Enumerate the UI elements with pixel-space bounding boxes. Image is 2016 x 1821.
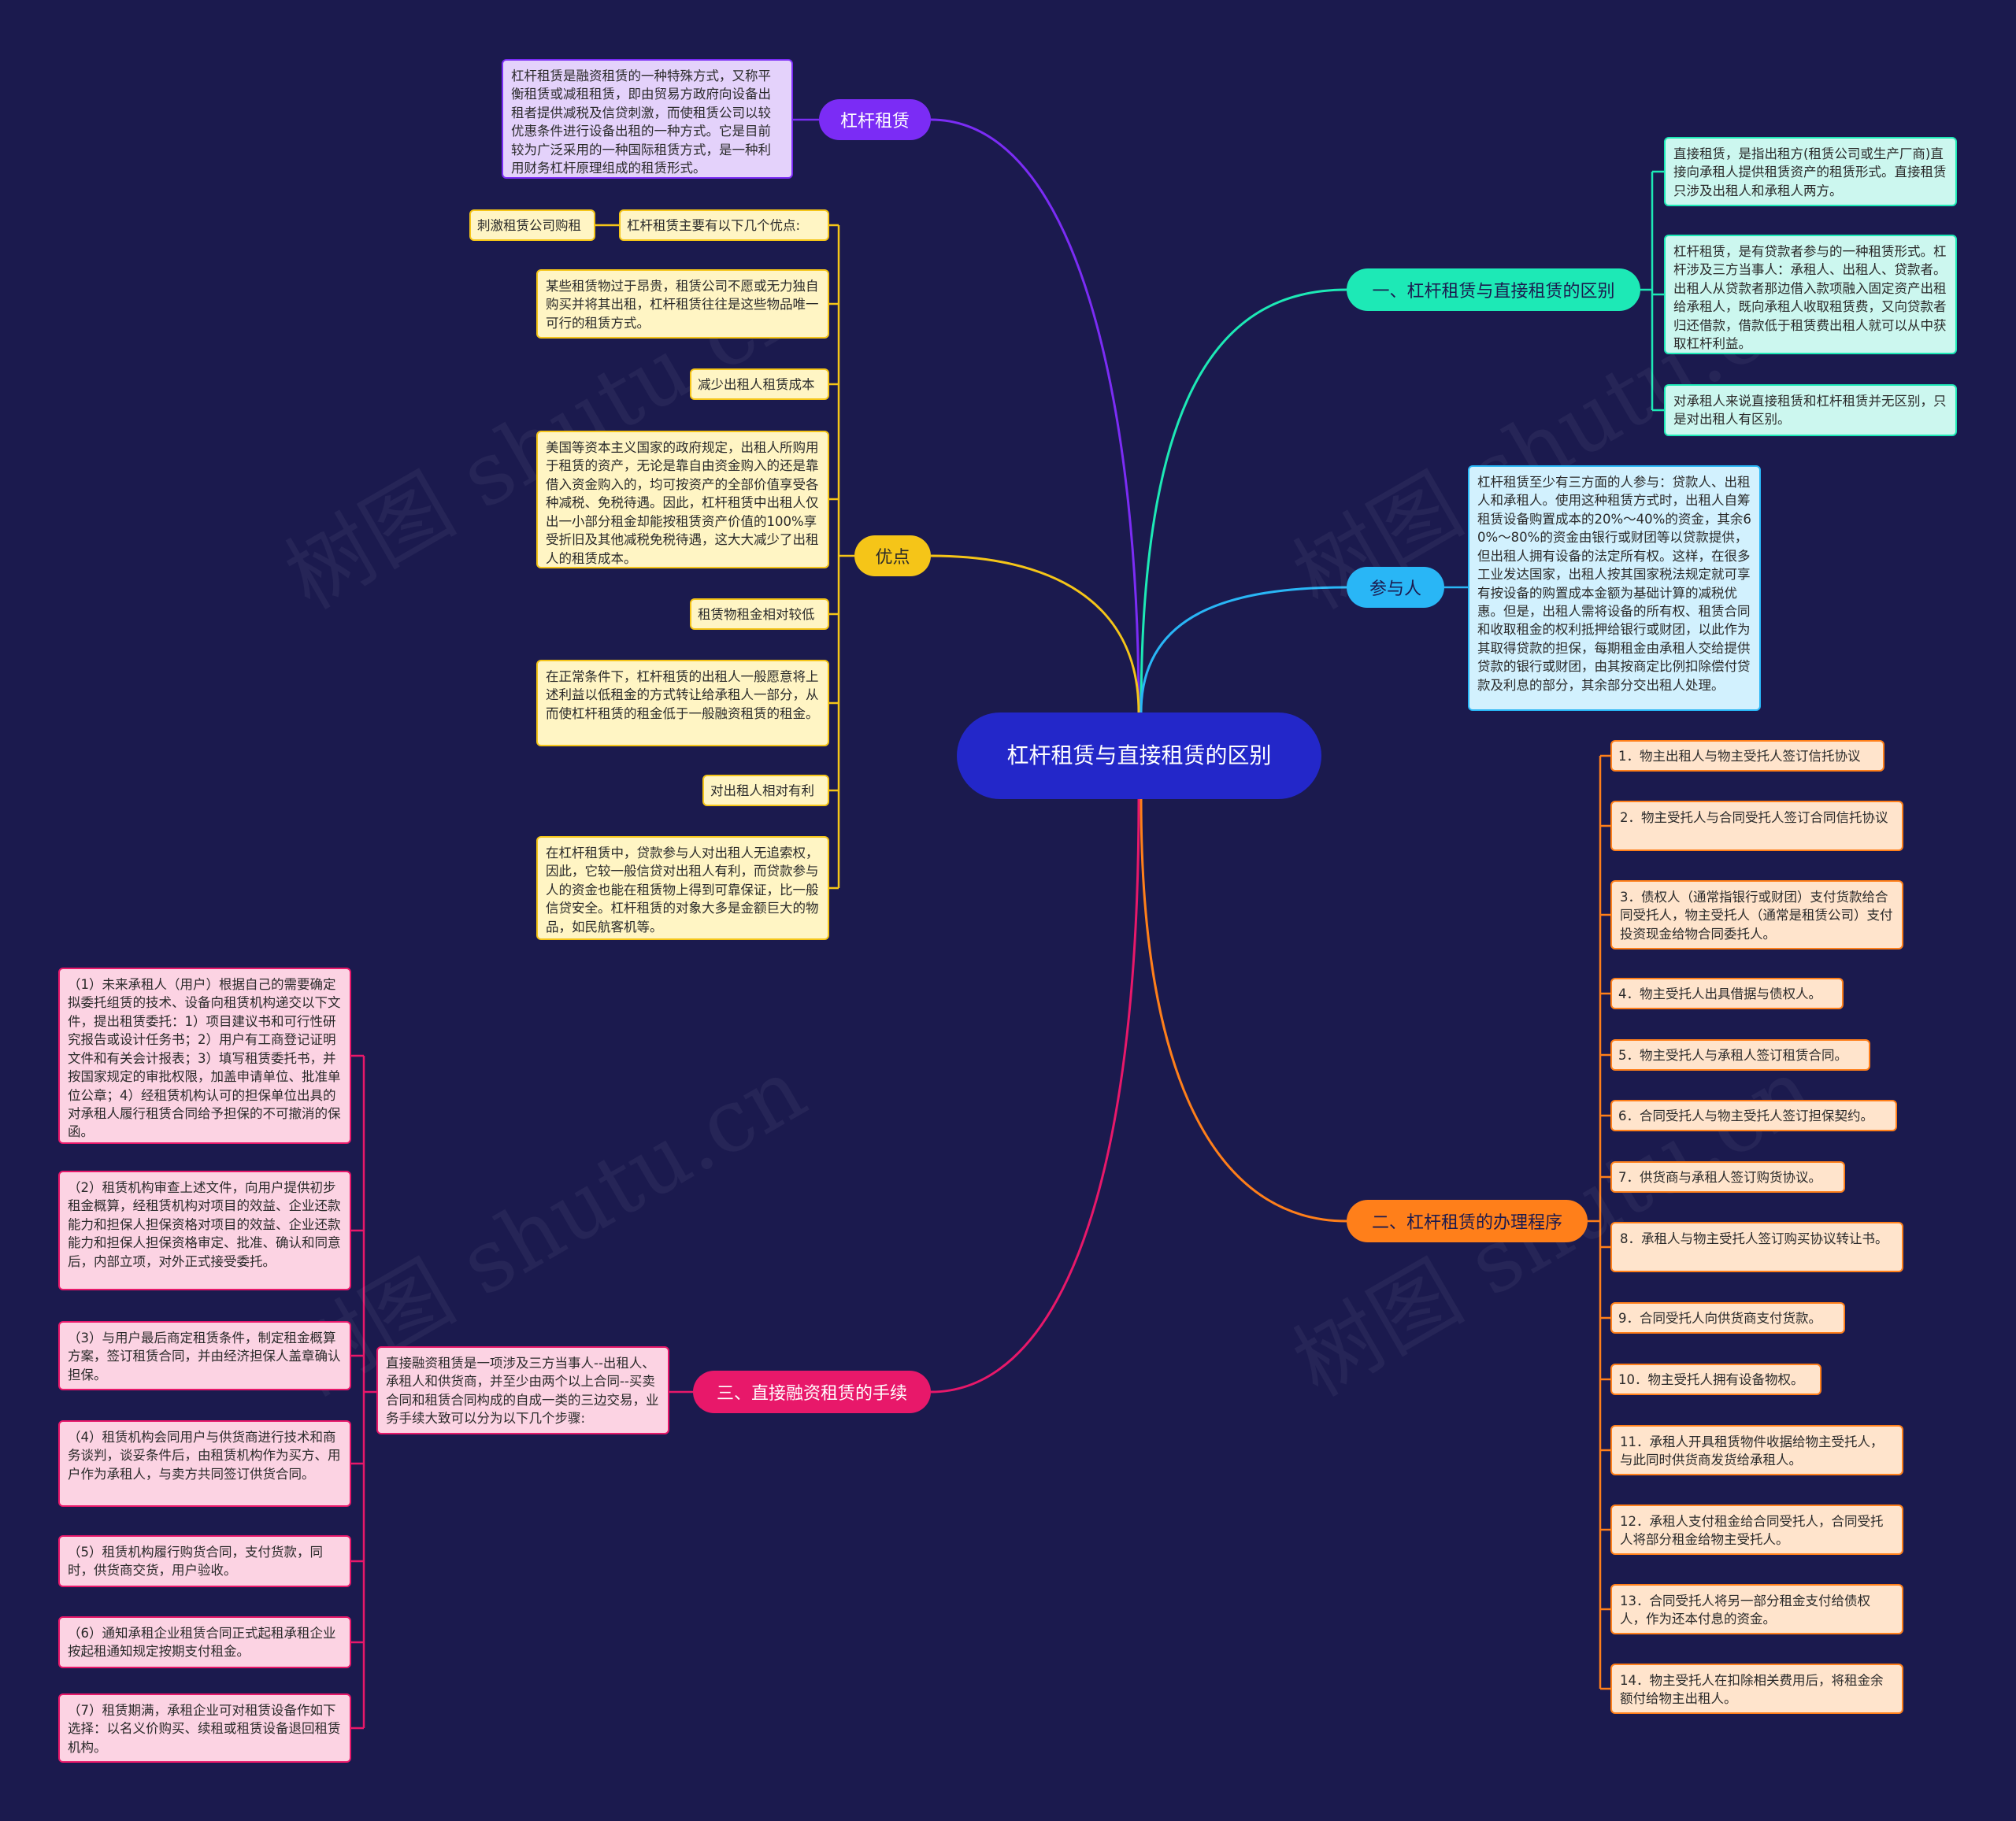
connector-line	[930, 798, 1140, 1394]
direct-step: （6）通知承租企业租赁合同正式起租承租企业按起租通知规定按期支付租金。	[58, 1616, 351, 1668]
root-title: 杠杆租赁与直接租赁的区别	[1006, 742, 1272, 768]
procedure-step: 4．物主受托人出具借据与债权人。	[1610, 978, 1844, 1009]
direct-step: （1）未来承租人（用户）根据自己的需要确定拟委托组赁的技术、设备向租赁机构递交以…	[58, 968, 351, 1144]
advantage-item: 减少出租人租赁成本	[690, 368, 829, 400]
procedure-step: 2．物主受托人与合同受托人签订合同信托协议	[1610, 801, 1903, 851]
difference-item: 直接租赁，是指出租方(租赁公司或生产厂商)直接向承租人提供租赁资产的租赁形式。直…	[1664, 137, 1957, 206]
connector-line	[1140, 288, 1347, 713]
branch-difference[interactable]: 一、杠杆租赁与直接租赁的区别	[1347, 268, 1640, 311]
procedure-step: 10．物主受托人拥有设备物权。	[1610, 1364, 1821, 1395]
procedure-step: 7．供货商与承租人签订购货协议。	[1610, 1161, 1845, 1193]
direct-intro-card: 直接融资租赁是一项涉及三方当事人--出租人、承租人和供货商，并至少由两个以上合同…	[376, 1346, 669, 1434]
advantage-item: 某些租赁物过于昂贵，租赁公司不愿或无力独自购买并将其出租，杠杆租赁往往是这些物品…	[536, 269, 829, 339]
advantage-item: 在正常条件下，杠杆租赁的出租人一般愿意将上述利益以低租金的方式转让给承租人一部分…	[536, 660, 829, 746]
procedure-step: 5．物主受托人与承租人签订租赁合同。	[1610, 1039, 1870, 1071]
direct-step: （4）租赁机构会同用户与供货商进行技术和商务谈判，谈妥条件后，由租赁机构作为买方…	[58, 1420, 351, 1507]
lease-definition-card: 杠杆租赁是融资租赁的一种特殊方式，又称平衡租赁或减租租赁，即由贸易方政府向设备出…	[502, 59, 793, 179]
procedure-step: 14．物主受托人在扣除相关费用后，将租金余额付给物主出租人。	[1610, 1664, 1903, 1714]
connector-line	[930, 554, 1140, 713]
branch-procedure[interactable]: 二、杠杆租赁的办理程序	[1347, 1200, 1588, 1242]
direct-step: （5）租赁机构履行购货合同，支付货款，同时，供货商交货，用户验收。	[58, 1535, 351, 1587]
branch-participants[interactable]: 参与人	[1347, 567, 1444, 608]
procedure-step: 13．合同受托人将另一部分租金支付给债权人，作为还本付息的资金。	[1610, 1584, 1903, 1634]
direct-step: （2）租赁机构审查上述文件，向用户提供初步租金概算，经租赁机构对项目的效益、企业…	[58, 1171, 351, 1290]
procedure-step: 8．承租人与物主受托人签订购买协议转让书。	[1610, 1222, 1903, 1272]
advantage-item: 在杠杆租赁中，贷款参与人对出租人无追索权，因此，它较一般信贷对出租人有利，而贷款…	[536, 836, 829, 940]
difference-item: 杠杆租赁，是有贷款者参与的一种租赁形式。杠杆涉及三方当事人：承租人、出租人、贷款…	[1664, 235, 1957, 354]
procedure-step: 1．物主出租人与物主受托人签订信托协议	[1610, 740, 1884, 772]
connector-line	[1140, 798, 1347, 1223]
procedure-step: 9．合同受托人向供货商支付货款。	[1610, 1302, 1845, 1334]
procedure-step: 12．承租人支付租金给合同受托人，合同受托人将部分租金给物主受托人。	[1610, 1505, 1903, 1555]
procedure-step: 3．债权人（通常指银行或财团）支付货款给合同受托人，物主受托人（通常是租赁公司）…	[1610, 880, 1903, 949]
direct-step: （3）与用户最后商定租赁条件，制定租金概算方案，签订租赁合同，并由经济担保人盖章…	[58, 1321, 351, 1390]
branch-advantages[interactable]: 优点	[854, 535, 931, 576]
root-topic[interactable]: 杠杆租赁与直接租赁的区别	[957, 712, 1321, 799]
branch-leverage-lease[interactable]: 杠杆租赁	[819, 99, 931, 140]
direct-step: （7）租赁期满，承租企业可对租赁设备作如下选择：以名义价购买、续租或租赁设备退回…	[58, 1693, 351, 1763]
procedure-step: 6．合同受托人与物主受托人签订担保契约。	[1610, 1100, 1897, 1131]
advantage-item: 对出租人相对有利	[702, 775, 829, 806]
connector-line	[930, 118, 1140, 713]
advantage-item: 美国等资本主义国家的政府规定，出租人所购用于租赁的资产，无论是靠自由资金购入的还…	[536, 431, 829, 568]
participants-card: 杠杆租赁至少有三方面的人参与：贷款人、出租人和承租人。使用这种租赁方式时，出租人…	[1468, 465, 1761, 711]
branch-direct-lease[interactable]: 三、直接融资租赁的手续	[693, 1371, 931, 1413]
connector-line	[1140, 586, 1347, 713]
advantages-side-note: 刺激租赁公司购租	[469, 209, 595, 241]
advantages-intro-card: 杠杆租赁主要有以下几个优点:	[619, 209, 829, 241]
difference-item: 对承租人来说直接租赁和杠杆租赁并无区别，只是对出租人有区别。	[1664, 384, 1957, 436]
procedure-step: 11．承租人开具租赁物件收据给物主受托人，与此同时供货商发货给承租人。	[1610, 1425, 1903, 1475]
advantage-item: 租赁物租金相对较低	[690, 598, 829, 630]
